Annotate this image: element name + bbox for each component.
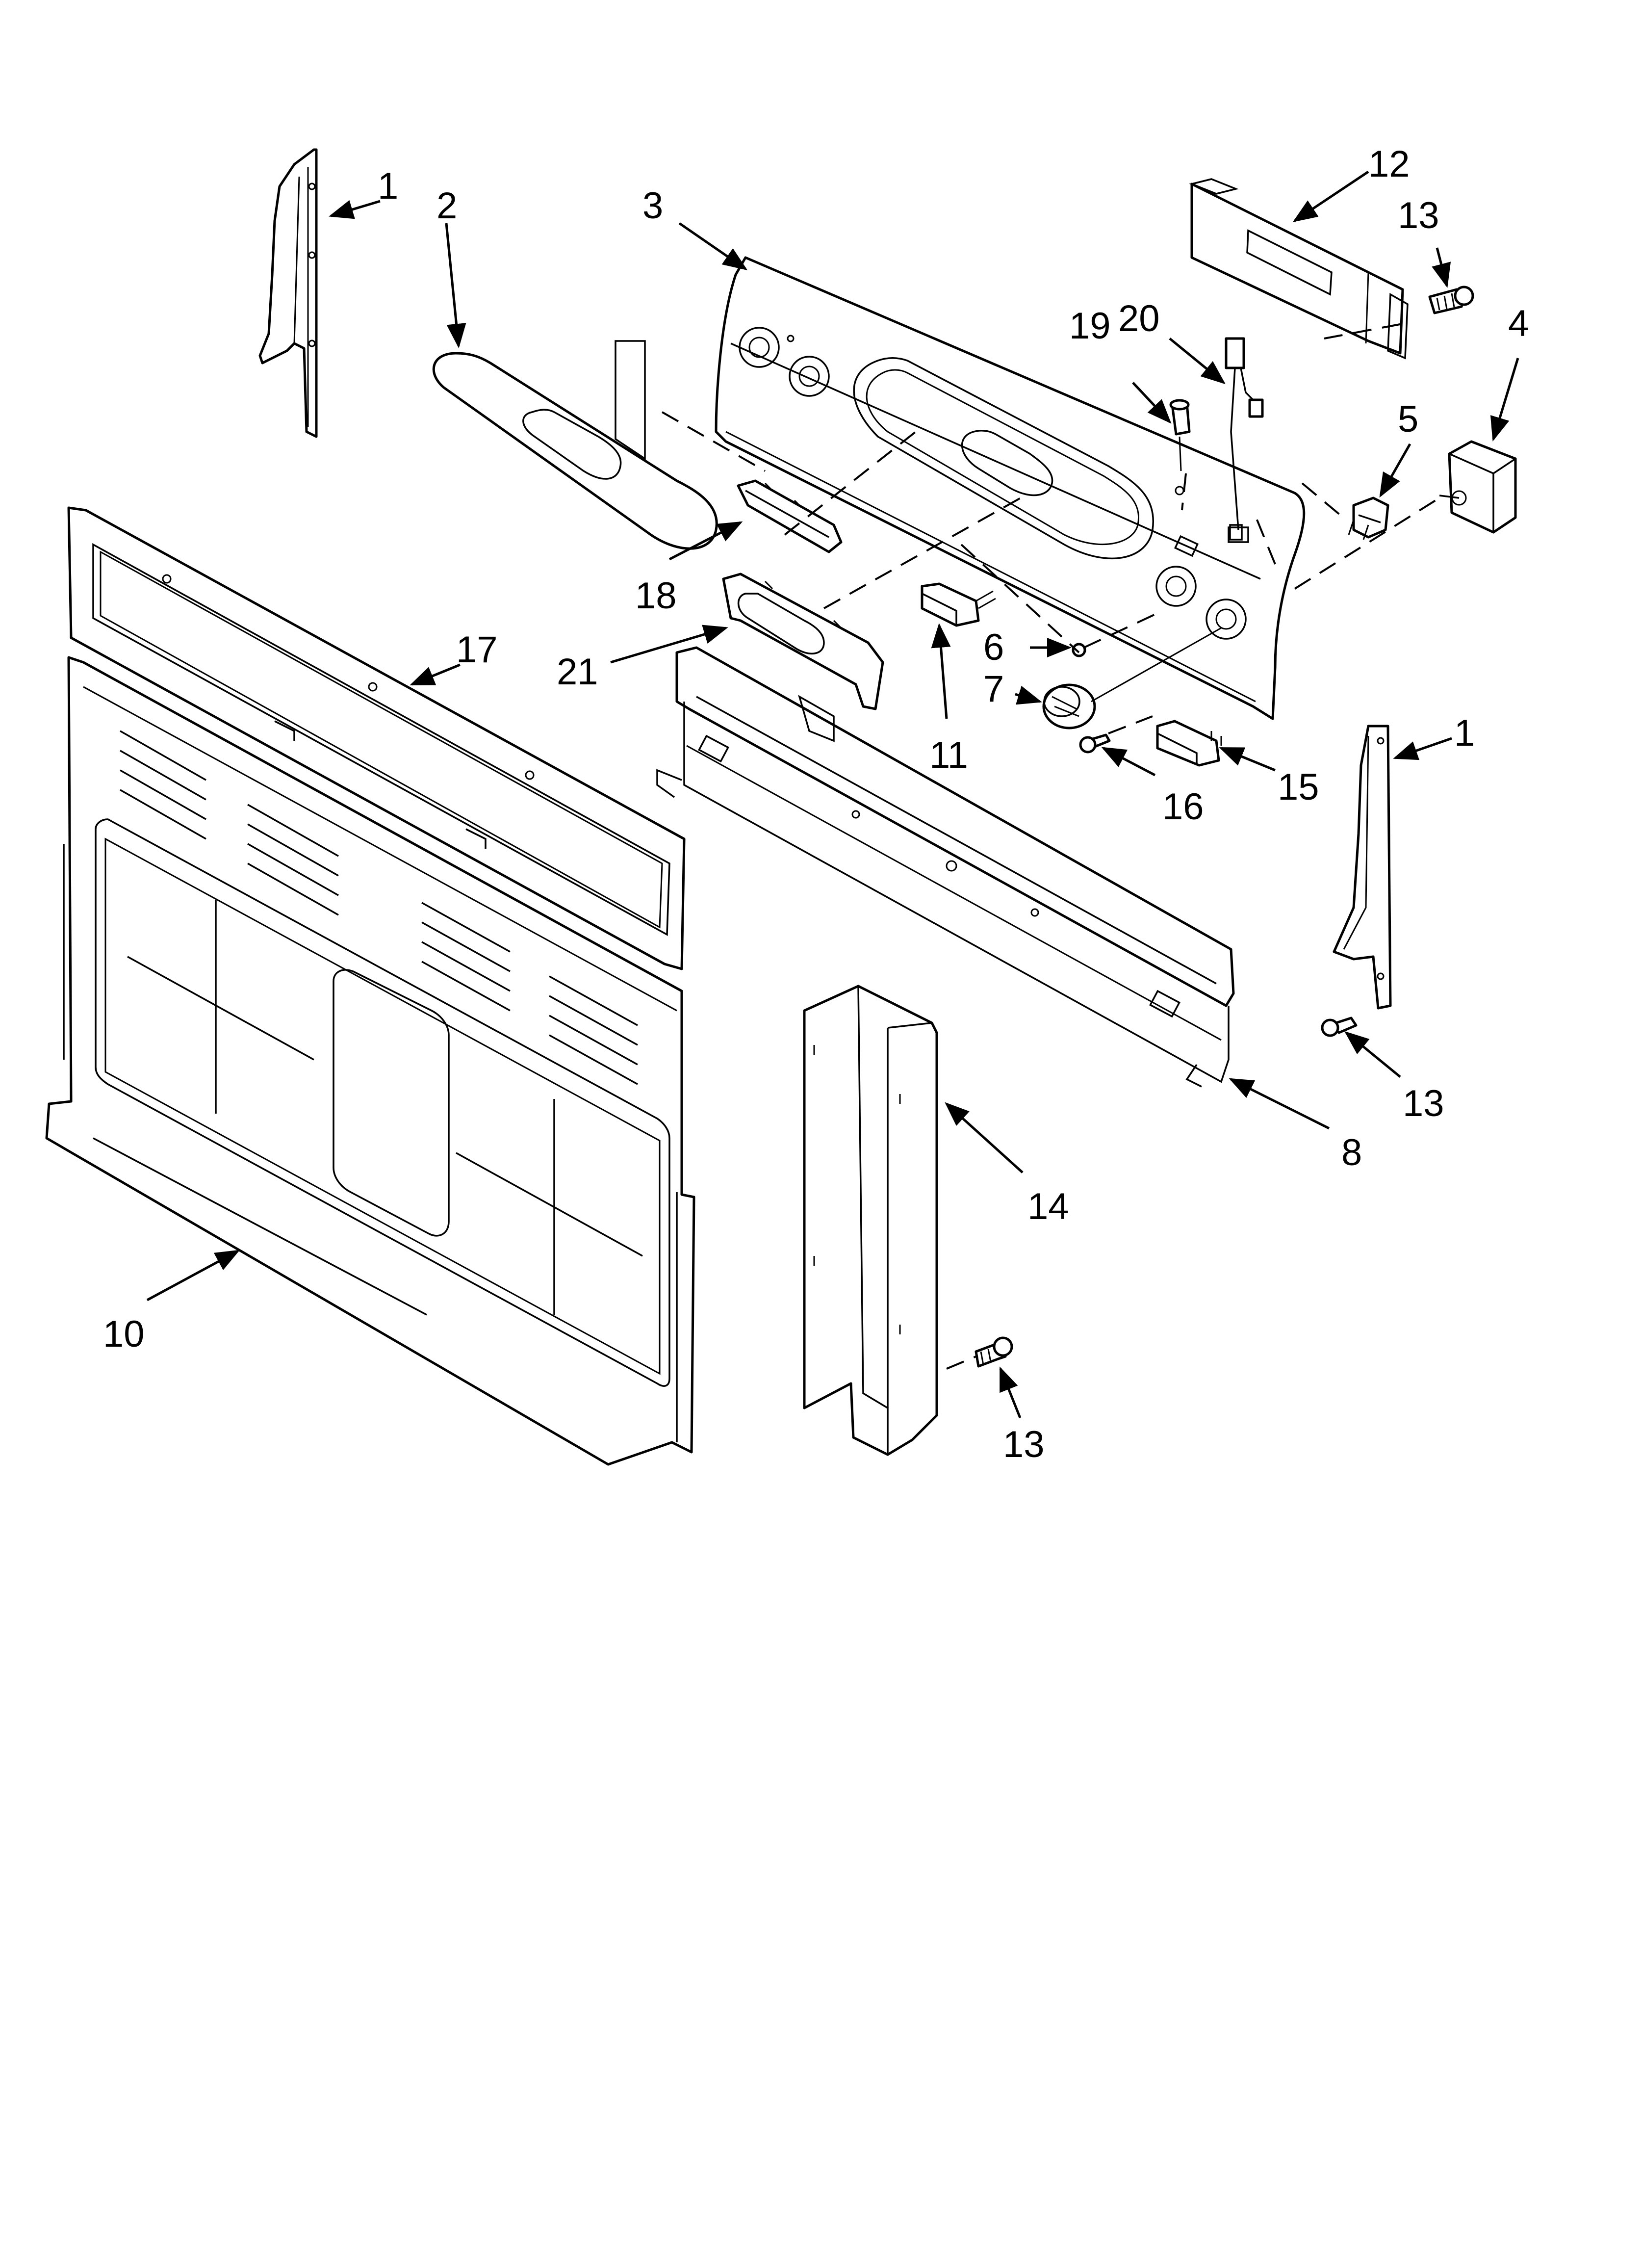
callout-18: 18 (635, 575, 677, 617)
part-14-vertical-channel (803, 985, 938, 1456)
part-6-screw (1072, 643, 1086, 657)
callout-19: 19 (1069, 305, 1111, 347)
part-19-indicator-lamp (1169, 399, 1191, 471)
part-3-control-panel (715, 256, 1306, 720)
callout-3: 3 (642, 185, 663, 227)
part-17-top-frame (67, 506, 686, 970)
part-12-electronic-control (1189, 178, 1409, 360)
callout-13-bottom: 13 (1003, 1424, 1045, 1465)
callout-13-top: 13 (1398, 195, 1439, 236)
callout-16: 16 (1162, 786, 1204, 828)
callout-8: 8 (1341, 1132, 1362, 1173)
part-18-lens-bracket (737, 479, 843, 553)
callout-5: 5 (1398, 398, 1418, 440)
callout-12: 12 (1368, 143, 1410, 185)
callout-leader-arrows (146, 170, 1519, 1418)
callout-4: 4 (1508, 303, 1529, 344)
part-2-oval-window (432, 340, 718, 550)
part-21-window-bracket (722, 573, 884, 710)
part-13-screw-bottom (975, 1336, 1013, 1368)
callout-7: 7 (983, 668, 1004, 710)
part-13-screw-right (1321, 1017, 1358, 1037)
callout-6: 6 (983, 626, 1004, 668)
assembly-alignment-lines (662, 323, 1440, 1370)
callout-10: 10 (103, 1313, 145, 1355)
callout-13-right: 13 (1403, 1083, 1444, 1124)
part-1-side-trim-right (1333, 725, 1392, 1010)
part-16-screw (1079, 733, 1111, 754)
part-8-lower-rail (656, 646, 1235, 1088)
callout-1-right: 1 (1454, 712, 1475, 754)
part-4-infinite-switch (1439, 440, 1517, 534)
part-7-control-knob (1042, 627, 1222, 730)
callout-21: 21 (557, 651, 598, 693)
part-10-rear-panel (45, 656, 695, 1466)
callout-14: 14 (1027, 1186, 1069, 1227)
callout-11: 11 (929, 734, 968, 776)
part-1-side-trim-left (258, 148, 318, 438)
callout-2: 2 (436, 185, 457, 227)
part-11-switch (921, 582, 996, 627)
part-13-screw-top (1428, 286, 1474, 314)
part-15-switch (1156, 720, 1222, 767)
callout-labels: 1 2 3 12 13 20 19 4 5 17 18 21 6 7 11 16… (103, 143, 1529, 1465)
part-20-wire-harness (1225, 337, 1264, 541)
callout-15: 15 (1278, 766, 1319, 808)
part-5-switch (1348, 496, 1389, 540)
callout-17: 17 (456, 629, 498, 671)
callout-20: 20 (1118, 298, 1160, 339)
callout-1-top: 1 (378, 165, 398, 207)
